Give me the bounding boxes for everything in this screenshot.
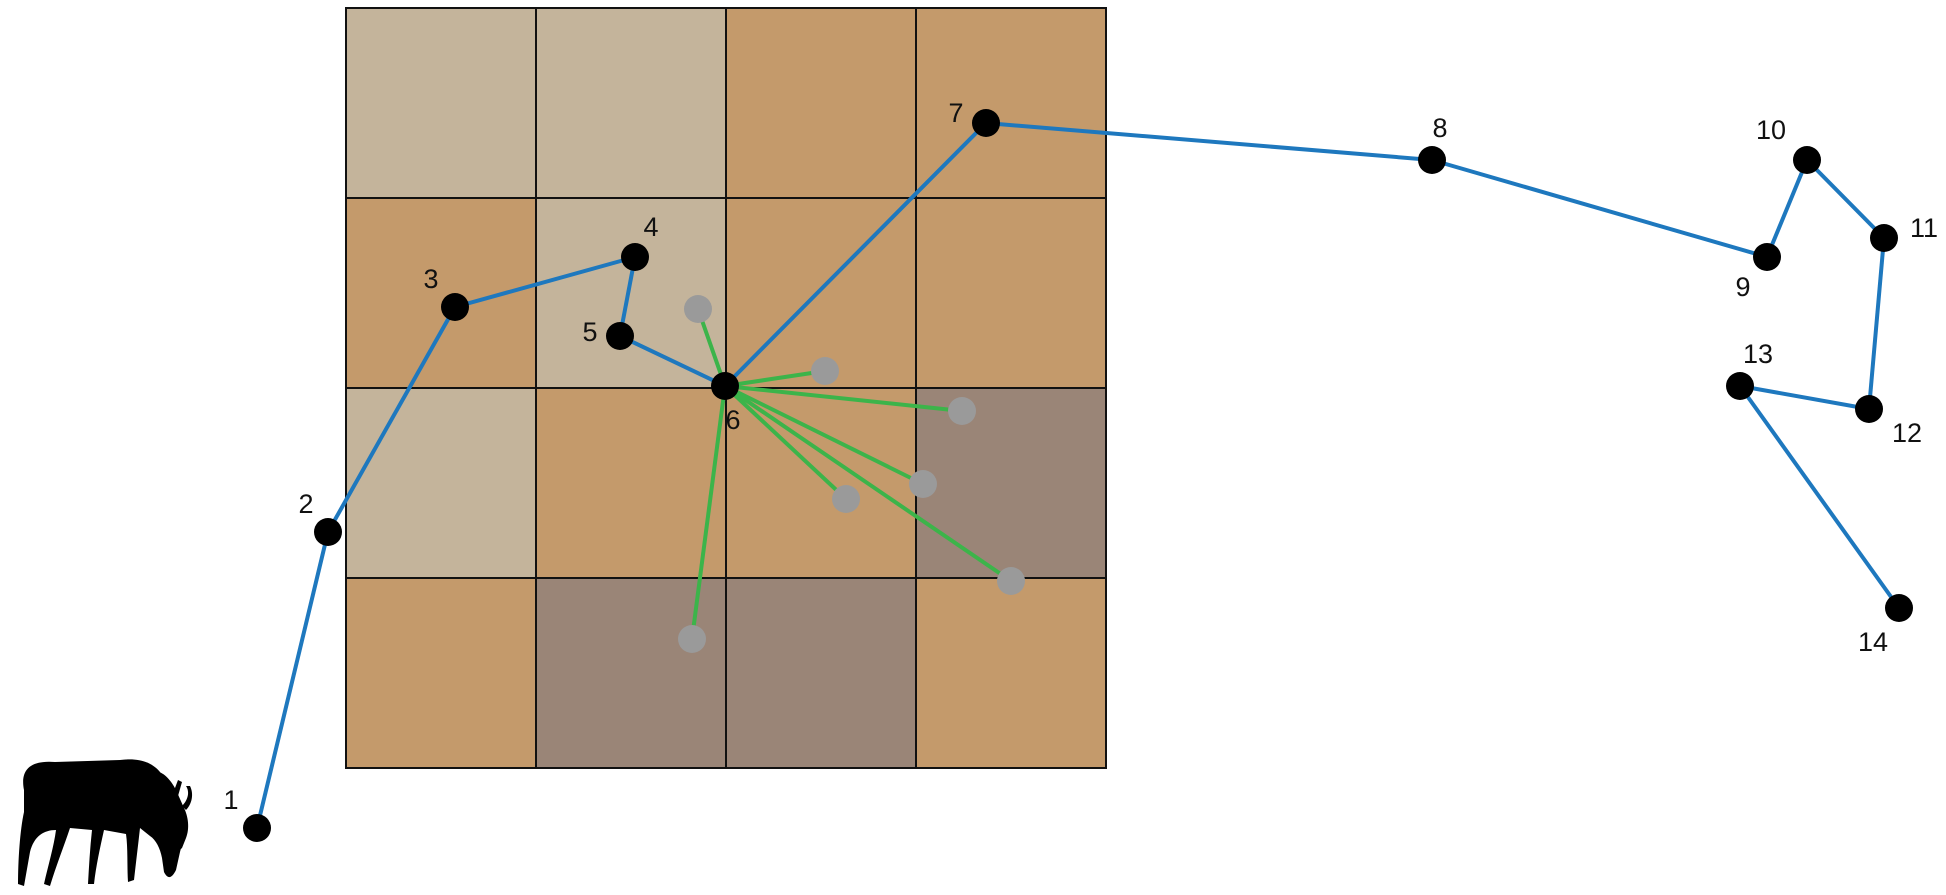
- point-label: 5: [582, 317, 597, 347]
- grid-cell-1-3: [915, 197, 1107, 389]
- path-segment: [985, 121, 1433, 162]
- candidate-step-line: [724, 384, 924, 486]
- point-label: 1: [223, 785, 238, 815]
- point-label: 13: [1743, 339, 1773, 369]
- path-segment: [454, 255, 636, 309]
- grid-cell-0-0: [345, 7, 537, 199]
- grid-cell-2-3: [915, 387, 1107, 579]
- candidate-point: [811, 357, 839, 385]
- path-segment: [326, 306, 457, 533]
- candidate-point: [678, 625, 706, 653]
- path-point-7: [972, 109, 1000, 137]
- point-label: 10: [1756, 115, 1786, 145]
- path-segment: [1739, 384, 1870, 411]
- candidate-steps: [678, 295, 1025, 653]
- point-label: 7: [948, 98, 963, 128]
- point-label: 8: [1432, 113, 1447, 143]
- path-point-3: [441, 293, 469, 321]
- movement-path: [243, 109, 1913, 842]
- candidate-step-line: [724, 369, 826, 388]
- candidate-step-line: [723, 384, 1013, 583]
- candidate-point: [948, 397, 976, 425]
- path-segment: [723, 121, 988, 388]
- candidate-point: [684, 295, 712, 323]
- point-label: 12: [1892, 418, 1922, 448]
- path-point-4: [621, 243, 649, 271]
- path-segment: [1805, 158, 1886, 240]
- grid-cell-2-1: [535, 387, 727, 579]
- candidate-point: [997, 567, 1025, 595]
- path-point-5: [606, 322, 634, 350]
- path-point-14: [1885, 594, 1913, 622]
- path-point-1: [243, 814, 271, 842]
- point-label: 11: [1910, 213, 1938, 243]
- path-segment: [1765, 159, 1809, 258]
- candidate-point: [832, 485, 860, 513]
- point-label: 3: [423, 264, 438, 294]
- path-segment: [1738, 384, 1901, 610]
- path-point-9: [1753, 243, 1781, 271]
- grid-cell-3-3: [915, 577, 1107, 769]
- point-label: 14: [1858, 627, 1888, 657]
- candidate-step-line: [723, 384, 848, 501]
- path-segment: [619, 334, 726, 388]
- point-label: 6: [725, 405, 740, 435]
- candidate-step-line: [690, 385, 727, 640]
- grid-cell-0-3: [915, 7, 1107, 199]
- path-segment: [1431, 158, 1768, 259]
- habitat-grid: [345, 7, 1107, 769]
- path-point-2: [314, 518, 342, 546]
- candidate-point: [909, 470, 937, 498]
- path-point-6: [711, 372, 739, 400]
- wildebeest-silhouette-icon: [18, 759, 193, 886]
- path-point-12: [1855, 395, 1883, 423]
- path-segment: [255, 531, 330, 829]
- grid-cell-0-1: [535, 7, 727, 199]
- grid-cell-3-0: [345, 577, 537, 769]
- point-label: 9: [1735, 272, 1750, 302]
- path-segment: [1867, 237, 1886, 410]
- path-point-10: [1793, 146, 1821, 174]
- grid-cell-2-0: [345, 387, 537, 579]
- grid-cell-2-2: [725, 387, 917, 579]
- path-point-13: [1726, 372, 1754, 400]
- point-label: 4: [643, 212, 658, 242]
- grid-cell-3-2: [725, 577, 917, 769]
- path-point-11: [1870, 224, 1898, 252]
- grid-cell-0-2: [725, 7, 917, 199]
- candidate-step-line: [724, 384, 963, 413]
- path-point-8: [1418, 146, 1446, 174]
- point-label: 2: [298, 489, 313, 519]
- grid-cell-1-1: [535, 197, 727, 389]
